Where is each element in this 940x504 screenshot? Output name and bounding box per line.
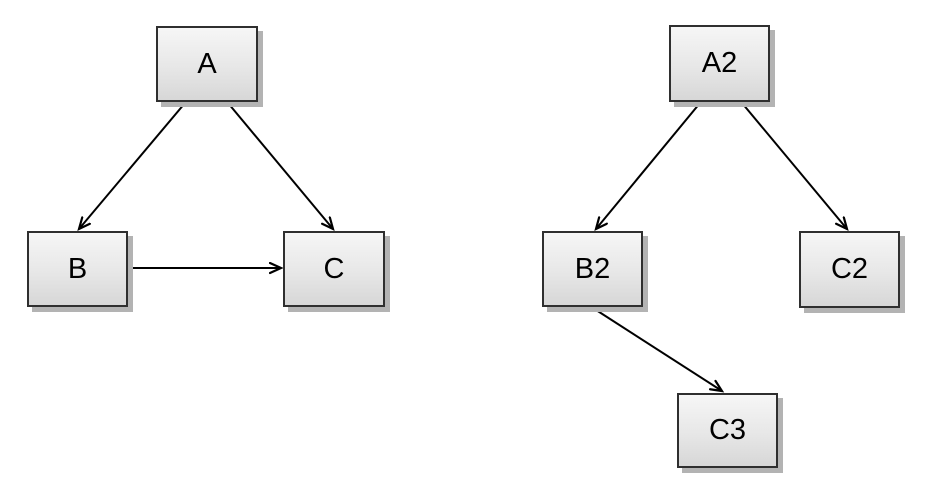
node-A2[interactable]: A2 xyxy=(669,25,770,102)
node-label-A2: A2 xyxy=(701,47,738,79)
edge-B2-C3[interactable] xyxy=(592,307,722,391)
node-label-C3: C3 xyxy=(708,414,747,446)
node-C3[interactable]: C3 xyxy=(677,393,778,468)
edge-A2-C2[interactable] xyxy=(741,102,847,229)
node-label-C2: C2 xyxy=(830,253,869,285)
edge-A2-B2[interactable] xyxy=(596,102,701,229)
node-C2[interactable]: C2 xyxy=(799,231,900,308)
edge-A-B[interactable] xyxy=(79,102,186,229)
node-label-B2: B2 xyxy=(574,252,611,285)
node-A[interactable]: A xyxy=(156,26,258,102)
node-label-B: B xyxy=(67,252,88,285)
node-label-A: A xyxy=(197,47,217,80)
edge-A-C[interactable] xyxy=(227,102,333,229)
node-B2[interactable]: B2 xyxy=(542,231,643,307)
node-C[interactable]: C xyxy=(283,231,385,307)
node-label-C: C xyxy=(323,252,345,285)
node-B[interactable]: B xyxy=(27,231,128,307)
